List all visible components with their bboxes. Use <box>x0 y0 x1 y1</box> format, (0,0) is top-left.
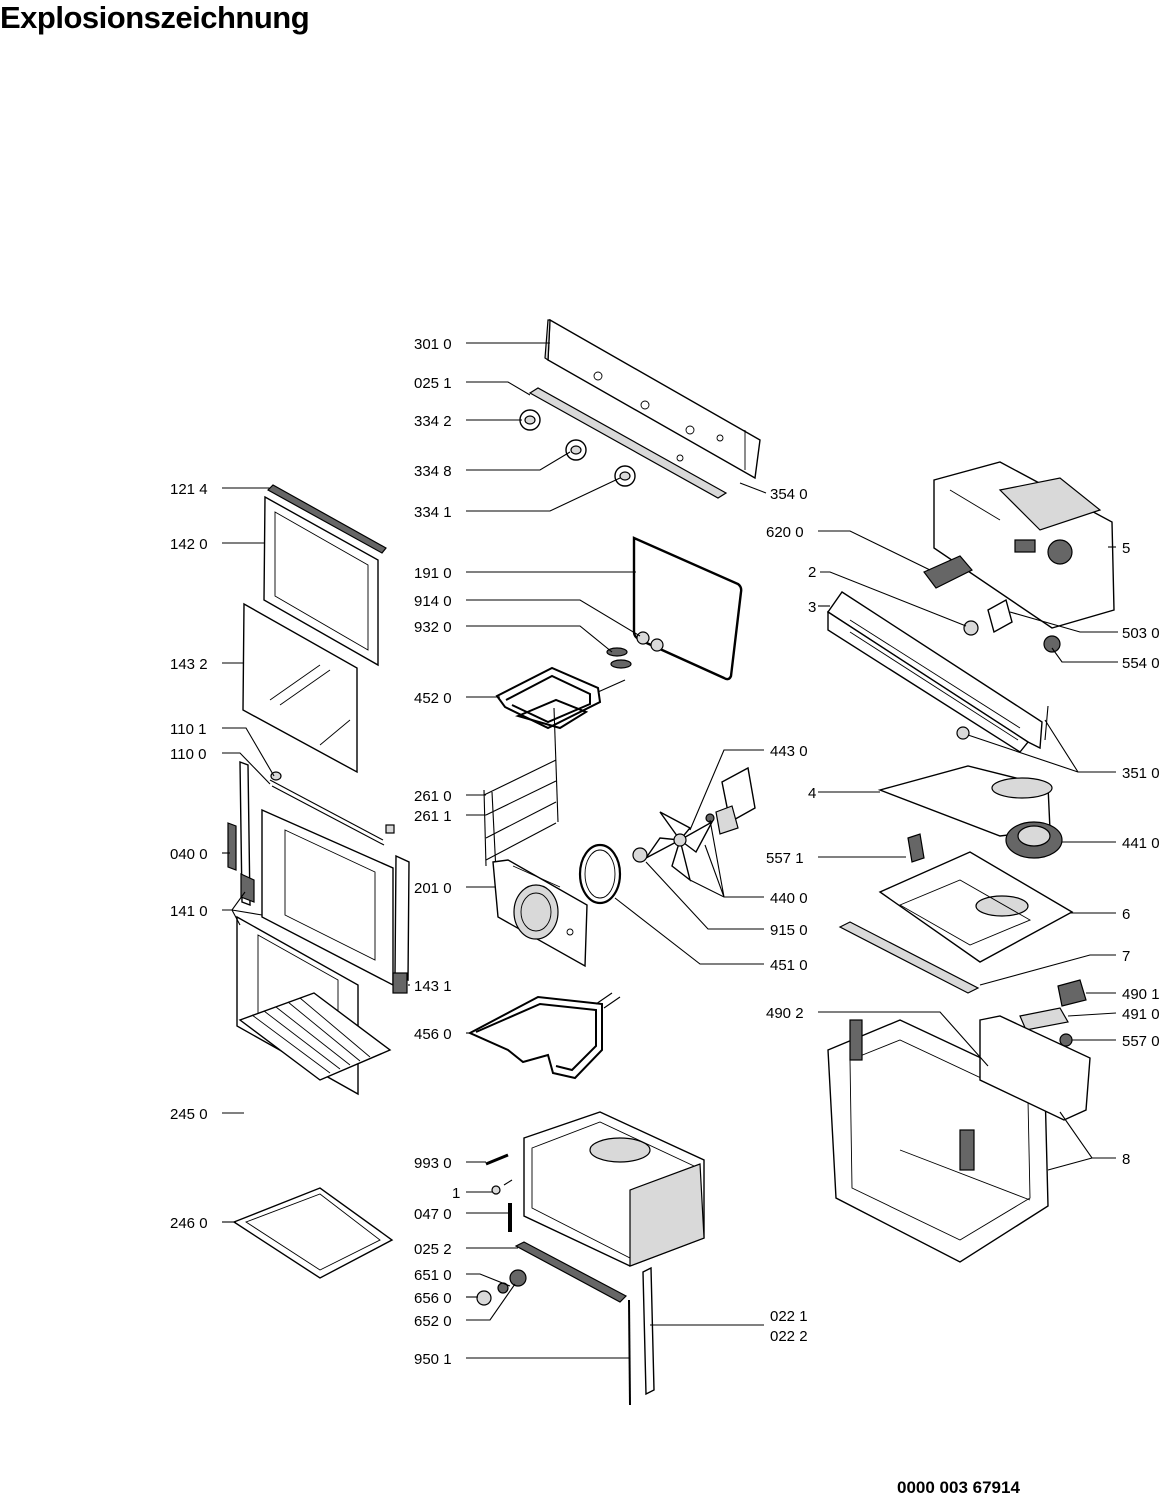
label-110-0: 110 0 <box>170 746 206 763</box>
label-142-0: 142 0 <box>170 536 208 553</box>
part-labels: 301 0 025 1 334 2 334 8 334 1 354 0 121 … <box>170 336 1160 1368</box>
label-915-0: 915 0 <box>770 922 808 939</box>
oven-cavity-part <box>514 1111 705 1303</box>
inner-glass-part <box>242 602 358 774</box>
control-panel-part <box>544 318 761 480</box>
cooling-fan-part <box>1005 821 1063 859</box>
label-351-0: 351 0 <box>1122 765 1160 782</box>
clip-part <box>907 833 925 863</box>
side-strip-parts <box>628 1266 655 1406</box>
door-handle-part <box>267 484 387 554</box>
label-554-0: 554 0 <box>1122 655 1160 672</box>
fan-motor-part <box>705 766 756 835</box>
document-number: 0000 003 67914 <box>897 1478 1020 1497</box>
bottom-heater-part <box>467 992 621 1080</box>
label-022-1: 022 1 <box>770 1308 808 1325</box>
label-451-0: 451 0 <box>770 957 808 974</box>
label-557-1: 557 1 <box>766 850 804 867</box>
label-191-0: 191 0 <box>414 565 452 582</box>
label-441-0: 441 0 <box>1122 835 1160 852</box>
label-503-0: 503 0 <box>1122 625 1160 642</box>
fan-blade-part <box>645 811 714 882</box>
ring-heater-part <box>578 843 622 905</box>
label-261-0: 261 0 <box>414 788 452 805</box>
fan-cover-part <box>492 859 588 968</box>
control-knob-parts <box>519 409 636 487</box>
oven-housing-part <box>827 1015 1091 1263</box>
label-651-0: 651 0 <box>414 1267 452 1284</box>
label-334-2: 334 2 <box>414 413 452 430</box>
label-5: 5 <box>1122 540 1130 557</box>
oven-rack-part <box>238 992 392 1081</box>
panel-strip-part <box>528 387 728 499</box>
label-993-0: 993 0 <box>414 1155 452 1172</box>
diagram-title: Explosionszeichnung <box>0 0 310 35</box>
back-panel-part <box>933 461 1115 629</box>
label-121-4: 121 4 <box>170 481 208 498</box>
label-557-0: 557 0 <box>1122 1033 1160 1050</box>
label-047-0: 047 0 <box>414 1206 452 1223</box>
cover-plate-part <box>878 851 1074 963</box>
label-491-0: 491 0 <box>1122 1006 1160 1023</box>
label-141-0: 141 0 <box>170 903 208 920</box>
label-245-0: 245 0 <box>170 1106 208 1123</box>
label-354-0: 354 0 <box>770 486 808 503</box>
label-3: 3 <box>808 599 816 616</box>
label-914-0: 914 0 <box>414 593 452 610</box>
door-side-rail-parts <box>227 760 255 907</box>
label-4: 4 <box>808 785 816 802</box>
label-1: 1 <box>452 1185 460 1202</box>
label-656-0: 656 0 <box>414 1290 452 1307</box>
door-glass-frame-part <box>263 495 379 667</box>
label-950-1: 950 1 <box>414 1351 452 1368</box>
baking-tray-part <box>232 1187 394 1279</box>
leader-lines <box>222 342 1118 1359</box>
label-443-0: 443 0 <box>770 743 808 760</box>
label-334-8: 334 8 <box>414 463 452 480</box>
hinge-parts <box>269 771 395 846</box>
label-025-2: 025 2 <box>414 1241 452 1258</box>
label-143-2: 143 2 <box>170 656 208 673</box>
label-456-0: 456 0 <box>414 1026 452 1043</box>
label-452-0: 452 0 <box>414 690 452 707</box>
label-040-0: 040 0 <box>170 846 208 863</box>
label-490-1: 490 1 <box>1122 986 1160 1003</box>
fan-nut-part <box>632 847 648 863</box>
label-022-2: 022 2 <box>770 1328 808 1345</box>
label-490-2: 490 2 <box>766 1005 804 1022</box>
label-025-1: 025 1 <box>414 375 452 392</box>
label-334-1: 334 1 <box>414 504 452 521</box>
air-duct-part <box>877 765 1053 837</box>
label-261-1: 261 1 <box>414 808 452 825</box>
label-143-1: 143 1 <box>414 978 452 995</box>
front-strip-part <box>838 921 980 994</box>
label-246-0: 246 0 <box>170 1215 208 1232</box>
washer-parts <box>606 631 664 669</box>
label-440-0: 440 0 <box>770 890 808 907</box>
connector-block-part <box>923 555 973 589</box>
door-seal-part <box>632 536 743 681</box>
label-8: 8 <box>1122 1151 1130 1168</box>
control-frame-part <box>827 591 1043 753</box>
label-932-0: 932 0 <box>414 619 452 636</box>
label-6: 6 <box>1122 906 1130 923</box>
label-201-0: 201 0 <box>414 880 452 897</box>
label-652-0: 652 0 <box>414 1313 452 1330</box>
shelf-rack-parts <box>483 707 559 873</box>
label-110-1: 110 1 <box>170 721 206 738</box>
label-620-0: 620 0 <box>766 524 804 541</box>
small-fastener-parts <box>476 1153 527 1306</box>
label-301-0: 301 0 <box>414 336 452 353</box>
top-heater-part <box>495 666 626 730</box>
label-7: 7 <box>1122 948 1130 965</box>
label-2: 2 <box>808 564 816 581</box>
